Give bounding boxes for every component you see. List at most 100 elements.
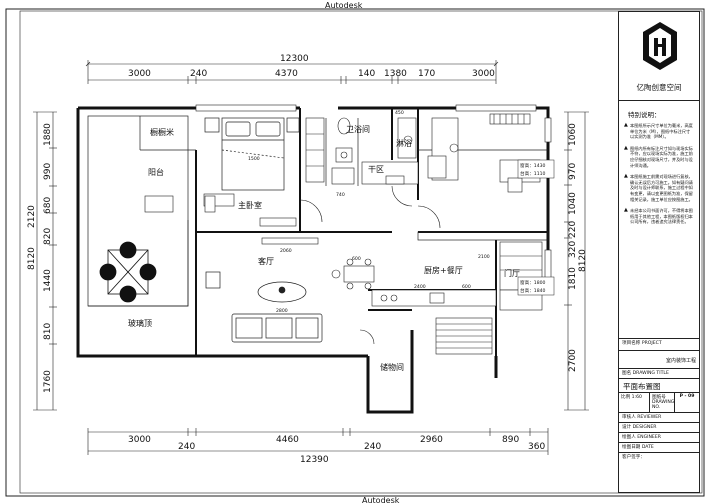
note-item: ▲本图纸所示尺寸单位为毫米，高度单位为米（M），图纸中标注尺寸以实测为准（MM）…: [624, 122, 693, 140]
note-item: ▲未经本公司书面许可，不得将本图纸用于其他工程，本图纸版权归本公司所有，违者追究…: [624, 207, 693, 225]
inner-border: [19, 10, 703, 494]
bottom-dim-4: 240: [364, 442, 381, 452]
bottom-dim-3: 4460: [276, 435, 299, 445]
right-dim-3: 1040: [568, 192, 578, 215]
left-dim-7: 1760: [43, 370, 53, 393]
bottom-dim-5: 2960: [420, 435, 443, 445]
sill-height-1: 台高：1110: [520, 170, 546, 177]
client-signature-row: 客户签字：: [622, 455, 645, 460]
room-master-bedroom: 主卧室: [238, 200, 262, 210]
top-dim-4: 140: [358, 69, 375, 79]
left-dim-6: 810: [43, 323, 53, 340]
window-height-1: 窗高：1430: [520, 162, 546, 169]
counter-dim-b: 600: [352, 256, 361, 262]
room-balcony: 阳台: [148, 167, 164, 177]
staircase: [435, 317, 493, 355]
top-dim-1: 3000: [128, 69, 151, 79]
dining-chairs: [331, 258, 375, 290]
left-dim-4: 820: [43, 228, 53, 245]
brand-name: 亿陶创意空间: [636, 83, 682, 92]
windows: [195, 104, 552, 291]
warning-icon: ▲: [624, 207, 628, 214]
shelf-height-label: 740: [336, 192, 345, 198]
scale-label: 比例 1:60: [619, 393, 650, 412]
drawing-title-label: 图名 DRAWING TITLE: [619, 369, 699, 379]
tv-cabinet: [261, 237, 319, 245]
right-dim-6: 2700: [568, 349, 578, 372]
logo-area: 亿陶创意空间: [619, 12, 699, 101]
left-dim-2: 990: [43, 163, 53, 180]
bathroom-fixtures: [305, 117, 419, 185]
bottom-dim-2: 240: [178, 442, 195, 452]
shelf-width-label: 450: [395, 110, 404, 116]
right-dim-5: 1810: [568, 267, 578, 290]
special-notes: 特别说明： ▲本图纸所示尺寸单位为毫米，高度单位为米（M），图纸中标注尺寸以实测…: [619, 101, 699, 339]
top-dim-6: 170: [418, 69, 435, 79]
left-dim-3: 680: [43, 197, 53, 214]
top-dimensions: [85, 60, 499, 84]
top-dim-3: 4370: [275, 69, 298, 79]
warning-icon: ▲: [624, 144, 628, 151]
project-label: 项目名称 PROJECT: [619, 339, 699, 351]
watermark-top: Autodesk: [325, 1, 363, 10]
notes-title: 特别说明：: [628, 111, 661, 119]
drawing-number: P - 09: [679, 394, 695, 399]
room-door: 门厅: [504, 268, 520, 278]
room-storage-room: 储物间: [380, 362, 404, 372]
bottom-dim-1: 3000: [128, 435, 151, 445]
study-furniture: [427, 113, 541, 193]
warning-icon: ▲: [624, 122, 628, 128]
note-item: ▲本图纸施工前需对现场进行复核，确认无误后方可施工。如有疑问请及时与设计师联系，…: [624, 173, 693, 202]
brand-logo-icon: [643, 22, 677, 70]
right-dimensions: [564, 111, 589, 411]
height-note-boxes: [517, 159, 555, 296]
reviewer-row: 审核人 REVIEWER: [619, 413, 699, 423]
tv-width-label: 2060: [280, 248, 292, 254]
right-dim-inner: 220: [568, 221, 578, 238]
left-dim-1: 1880: [43, 123, 53, 146]
doors: [299, 185, 441, 345]
kitchen-counter: [371, 241, 543, 311]
left-dim-5: 1440: [43, 269, 53, 292]
drawing-title: 平面布置图: [619, 379, 699, 393]
room-glass-roof: 玻璃顶: [128, 318, 152, 328]
counter-dim-a: 2400: [414, 284, 426, 290]
top-dim-7: 3000: [472, 69, 495, 79]
right-overall-dim: 8120: [578, 249, 588, 272]
double-bed: [204, 117, 300, 191]
left-overall-dim-2: 2120: [27, 205, 37, 228]
engineer-row: 绘图人 ENGINEER: [619, 433, 699, 443]
scale-number-row: 比例 1:60 图纸号 DRAWING NO. P - 09: [619, 393, 699, 413]
bed-width-label: 1500: [248, 156, 260, 162]
title-block: 亿陶创意空间 特别说明： ▲本图纸所示尺寸单位为毫米，高度单位为米（M），图纸中…: [618, 11, 700, 493]
left-overall-dim: 8120: [27, 247, 37, 270]
note-item: ▲图纸内所有标注尺寸如与现场实际不符，应以现场实际为准，施工前应仔细核对现场尺寸…: [624, 144, 693, 168]
warning-icon: ▲: [624, 173, 628, 180]
bottom-dimensions: [87, 428, 549, 455]
drawing-number-label: 图纸号 DRAWING NO.: [652, 393, 675, 412]
designer-row: 设计 DESIGNER: [619, 423, 699, 433]
top-dim-5: 1380: [384, 69, 407, 79]
balcony-chairs: [144, 195, 216, 213]
room-storage: 橱橱米: [150, 127, 174, 137]
left-dimensions: [33, 111, 57, 411]
room-kitchen-dining: 厨房+餐厅: [424, 265, 463, 275]
bottom-dim-7: 360: [528, 442, 545, 452]
sill-height-2: 台高：1840: [520, 287, 546, 294]
date-row: 绘图日期 DATE: [619, 443, 699, 453]
room-bathroom-a: 卫浴间: [346, 124, 370, 134]
sofa-width-label: 2800: [276, 308, 288, 314]
top-overall-dim: 12300: [280, 54, 309, 64]
kitchen-dim-a: 600: [462, 284, 471, 290]
kitchen-dim-b: 2100: [478, 254, 490, 260]
bottom-overall-dim: 12390: [300, 455, 329, 465]
right-dim-2: 970: [568, 163, 578, 180]
outer-border: [5, 8, 705, 497]
room-bathroom-b: 淋浴: [396, 138, 412, 148]
project-value: 室内装饰工程: [619, 351, 699, 369]
top-dim-2: 240: [190, 69, 207, 79]
wardrobe: [203, 193, 297, 227]
window-height-2: 窗高：1800: [520, 279, 546, 286]
right-dim-4: 320: [568, 241, 578, 258]
